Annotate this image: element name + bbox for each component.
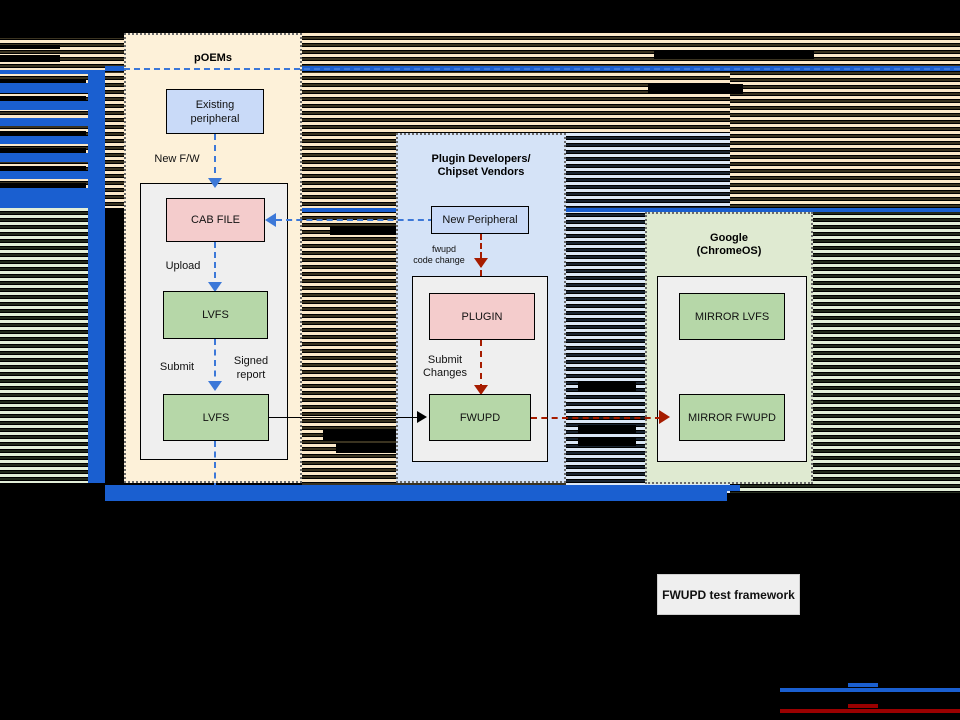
artifact-block [0, 55, 60, 62]
artifact-block [0, 183, 86, 188]
artifact-block [0, 501, 960, 561]
connector-cab-to-lvfs [214, 242, 216, 288]
group-plugin-title-line1: Plugin Developers/ [431, 153, 531, 165]
legend-line-blue [848, 683, 878, 687]
artifact-block [0, 79, 86, 83]
artifact-block [0, 148, 86, 153]
node-existing-peripheral-line2: peripheral [190, 112, 240, 125]
node-mirror-lvfs[interactable]: MIRROR LVFS [679, 293, 785, 340]
arrowhead-right-red [659, 410, 670, 424]
artifact-band-blue [105, 485, 740, 491]
node-existing-peripheral-line1: Existing [195, 98, 235, 111]
legend-line-red [848, 704, 878, 708]
arrowhead-down-blue [208, 282, 222, 292]
artifact-block [0, 561, 657, 616]
artifact-block [0, 101, 105, 110]
connector-lvfs-downstream [214, 441, 216, 489]
artifact-block [0, 45, 60, 49]
artifact-stripe-band [0, 208, 105, 493]
artifact-block [0, 188, 105, 208]
edge-label-new-fw: New F/W [154, 153, 200, 165]
edge-label-submit: Submit [159, 361, 195, 373]
artifact-block [800, 561, 960, 616]
arrowhead-down-red [474, 385, 488, 395]
group-google-title-line1: Google [710, 232, 748, 244]
artifact-block [654, 50, 814, 59]
node-lvfs-upload[interactable]: LVFS [163, 291, 268, 339]
group-poems-title: pOEMs [194, 52, 232, 64]
arrowhead-right-black [417, 411, 427, 423]
connector-newperipheral-to-cab [276, 219, 434, 221]
artifact-block [0, 118, 105, 126]
artifact-block [0, 171, 105, 179]
artifact-block [336, 443, 398, 453]
artifact-block [330, 226, 396, 235]
connector-top-dashed-rule [124, 68, 960, 70]
node-mirror-fwupd[interactable]: MIRROR FWUPD [679, 394, 785, 441]
artifact-stripe-band [0, 208, 105, 493]
edge-label-fwupd-code-change-line2: code change [413, 255, 465, 265]
artifact-block [88, 208, 105, 213]
connector-newperipheral-to-plugin [480, 234, 482, 276]
edge-label-signed-report-line2: report [236, 369, 266, 381]
artifact-block [578, 425, 636, 434]
artifact-stripe-band [730, 33, 960, 208]
artifact-block [323, 430, 397, 440]
artifact-block [0, 153, 105, 162]
legend-line-blue [780, 688, 960, 692]
artifact-block [0, 136, 105, 144]
arrowhead-down-blue [208, 381, 222, 391]
edge-label-signed-report-line1: Signed [233, 355, 269, 367]
edge-label-submit-changes-line2: Changes [422, 367, 468, 379]
connector-lvfs-to-fwupd [269, 417, 419, 418]
artifact-block [0, 131, 86, 136]
node-cab-file[interactable]: CAB FILE [166, 198, 265, 242]
legend-line-red [780, 709, 960, 713]
artifact-block [0, 166, 86, 171]
artifact-block [578, 382, 636, 392]
artifact-block [0, 0, 960, 33]
node-fwupd[interactable]: FWUPD [429, 394, 531, 441]
artifact-block [0, 33, 124, 38]
artifact-block [578, 437, 636, 446]
artifact-block [0, 83, 105, 93]
arrowhead-down-blue [208, 178, 222, 188]
artifact-band-blue [105, 491, 727, 501]
node-lvfs-submit[interactable]: LVFS [163, 394, 269, 441]
connector-existing-to-cab [214, 134, 216, 184]
node-fwupd-test-framework[interactable]: FWUPD test framework [657, 574, 800, 615]
edge-label-fwupd-code-change-line1: fwupd [431, 244, 457, 254]
connector-plugin-to-fwupd [480, 340, 482, 390]
connector-lvfs-to-lvfs [214, 339, 216, 387]
artifact-stripe-band [0, 208, 105, 493]
node-existing-peripheral[interactable]: Existing peripheral [166, 89, 264, 134]
edge-label-upload: Upload [165, 260, 201, 272]
node-new-peripheral[interactable]: New Peripheral [431, 206, 529, 234]
group-google-title-line2: (ChromeOS) [696, 245, 762, 257]
artifact-block [0, 96, 86, 101]
artifact-block [88, 70, 105, 495]
artifact-block [0, 483, 105, 501]
arrowhead-down-red [474, 258, 488, 268]
arrowhead-left-blue [265, 213, 276, 227]
node-plugin[interactable]: PLUGIN [429, 293, 535, 340]
group-plugin-title-line2: Chipset Vendors [437, 166, 525, 178]
artifact-block [0, 616, 960, 678]
artifact-block [648, 84, 743, 94]
artifact-block [0, 70, 105, 74]
connector-fwupd-to-mirror-fwupd [531, 417, 661, 419]
edge-label-submit-changes-line1: Submit [427, 354, 463, 366]
